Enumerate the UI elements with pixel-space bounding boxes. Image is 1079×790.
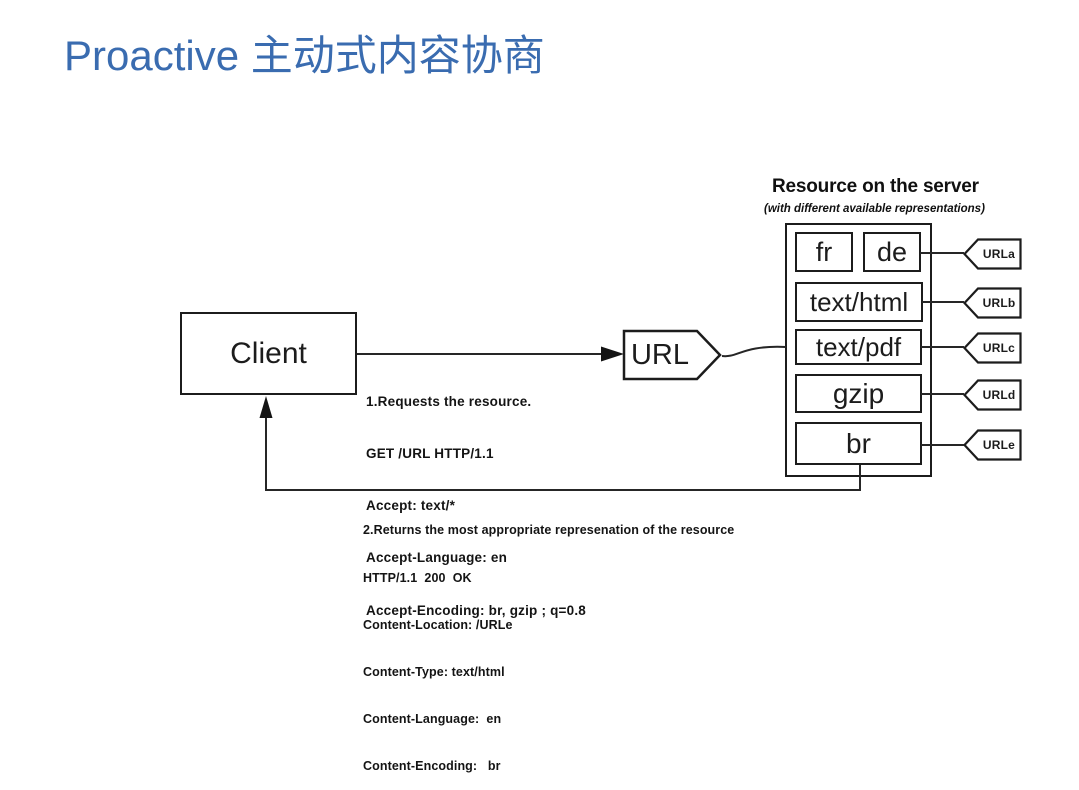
representation-box-br: br <box>795 422 922 465</box>
representation-box-texthtml: text/html <box>795 282 923 322</box>
url-tag-shape <box>963 379 1022 411</box>
url-to-server-curve <box>721 345 787 358</box>
representation-box-fr: fr <box>795 232 853 272</box>
url-tag-c: URLc <box>963 332 1022 364</box>
url-tag-shape <box>963 429 1022 461</box>
response-line: HTTP/1.1 200 OK <box>363 570 472 585</box>
page-title: Proactive 主动式内容协商 <box>64 32 545 79</box>
response-text: 2.Returns the most appropriate represena… <box>363 492 734 790</box>
response-arrowhead-icon <box>259 396 273 418</box>
request-line: Accept-Language: en <box>366 550 508 566</box>
url-label: URL <box>630 338 689 371</box>
representation-label: text/html <box>809 286 909 317</box>
representation-box-de: de <box>863 232 921 272</box>
representation-label: de <box>876 236 908 267</box>
representation-box-gzip: gzip <box>795 374 922 413</box>
url-pentagon: URL <box>622 329 723 381</box>
url-tag-d: URLd <box>963 379 1022 411</box>
url-tag-label: URLa <box>982 247 1016 261</box>
url-tag-shape <box>963 238 1022 270</box>
url-tag-shape <box>963 287 1022 319</box>
url-pentagon-shape <box>622 329 722 381</box>
request-line: Accept: text/* <box>366 498 456 514</box>
representation-label: gzip <box>832 377 885 409</box>
url-tag-label: URLe <box>982 438 1016 452</box>
representation-label: text/pdf <box>815 331 902 362</box>
url-tag-label: URLc <box>982 341 1016 355</box>
representation-label: br <box>846 427 871 459</box>
client-box: Client <box>180 312 357 395</box>
response-line: 2.Returns the most appropriate represena… <box>363 523 735 538</box>
response-line: Content-Type: text/html <box>363 664 505 679</box>
server-subtitle: (with different available representation… <box>764 203 985 215</box>
client-label: Client <box>230 336 307 370</box>
request-line: 1.Requests the resource. <box>366 393 532 409</box>
representation-box-textpdf: text/pdf <box>795 329 922 365</box>
url-tag-a: URLa <box>963 238 1022 270</box>
response-line: Content-Location: /URLe <box>363 617 513 632</box>
response-line: Content-Language: en <box>363 711 502 726</box>
url-tag-shape <box>963 332 1022 364</box>
url-tag-b: URLb <box>963 287 1022 319</box>
server-title: Resource on the server <box>772 176 979 197</box>
representation-label: fr <box>815 236 833 267</box>
request-arrowhead-icon <box>601 346 624 362</box>
request-line: GET /URL HTTP/1.1 <box>366 446 494 462</box>
response-line: Content-Encoding: br <box>363 758 501 773</box>
request-line: Accept-Encoding: br, gzip ; q=0.8 <box>366 602 586 618</box>
url-tag-label: URLd <box>982 388 1016 402</box>
url-tag-label: URLb <box>982 296 1016 310</box>
url-tag-e: URLe <box>963 429 1022 461</box>
